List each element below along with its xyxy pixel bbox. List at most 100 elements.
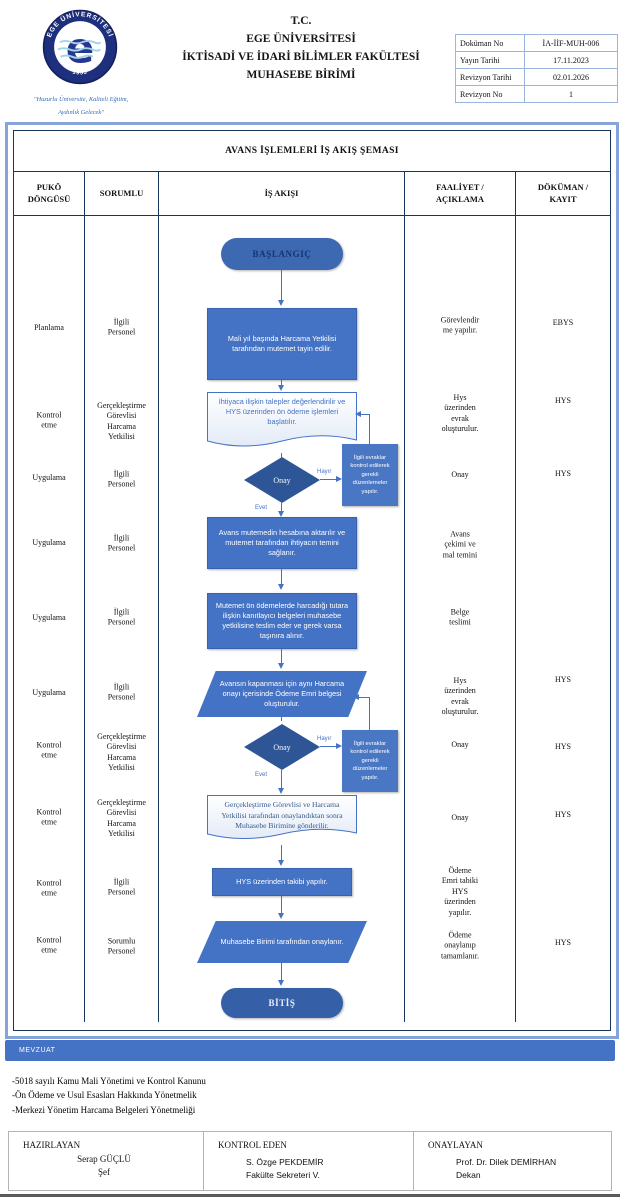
- faaliyet-label: Hys üzerinden evrak oluşturulur.: [441, 676, 479, 717]
- flowchart-title: AVANS İŞLEMLERİ İŞ AKIŞ ŞEMASI: [14, 131, 610, 172]
- info-value: 1: [524, 85, 618, 103]
- table-row: Revizyon No 1: [455, 85, 618, 103]
- dokuman-label: HYS: [554, 674, 571, 684]
- table-row: Yayın Tarihi 17.11.2023: [455, 51, 618, 69]
- flowchart-body: Planlama Kontrol etme Uygulama Uygulama …: [14, 216, 610, 1022]
- table-row: Doküman No İA-İİF-MUH-006: [455, 34, 618, 52]
- branch-yes-label: Evet: [255, 505, 268, 511]
- faaliyet-label: Avans çekimi ve mal temini: [442, 529, 478, 560]
- arrow-down-icon: [278, 980, 284, 986]
- table-row: Revizyon Tarihi 02.01.2026: [455, 68, 618, 86]
- faaliyet-label: Onay: [451, 812, 469, 822]
- flow-document-approval-text: Gerçekleştirme Görevlisi ve Harcama Yetk…: [221, 800, 343, 831]
- title-university: EGE ÜNİVERSİTESİ: [246, 33, 356, 45]
- flowchart-frame: AVANS İŞLEMLERİ İŞ AKIŞ ŞEMASI PUKÖ DÖNG…: [5, 122, 619, 1039]
- arrow-left-icon: [353, 694, 359, 700]
- sorumlu-label: İlgili Personel: [107, 682, 136, 702]
- faaliyet-label: Hys üzerinden evrak oluşturulur.: [441, 393, 479, 434]
- dokuman-label: EBYS: [552, 317, 574, 327]
- puko-label: Planlama: [34, 322, 64, 332]
- flow-decision-1: Onay: [244, 457, 320, 503]
- arrow-left-icon: [355, 411, 361, 417]
- connector-line: [320, 746, 340, 747]
- connector-line: [281, 963, 282, 984]
- connector-line: [281, 569, 282, 588]
- dokuman-label: HYS: [554, 809, 571, 819]
- column-puko: Planlama Kontrol etme Uygulama Uygulama …: [14, 216, 85, 1022]
- puko-label: Kontrol etme: [36, 878, 62, 898]
- sorumlu-label: İlgili Personel: [107, 607, 136, 627]
- footer-label: ONAYLAYAN: [428, 1140, 483, 1150]
- header-sorumlu: SORUMLU: [85, 172, 159, 215]
- flow-end-node: BİTİŞ: [221, 988, 343, 1018]
- arrow-down-icon: [278, 300, 284, 306]
- footer-name: S. Özge PEKDEMİR Fakülte Sekreteri V.: [246, 1157, 324, 1180]
- connector-line: [320, 479, 340, 480]
- arrow-right-icon: [336, 476, 342, 482]
- connector-line: [281, 770, 282, 792]
- info-value: 02.01.2026: [524, 68, 618, 86]
- tagline-line-1: "Huzurlu Üniversite, Kaliteli Eğitim,: [33, 96, 129, 103]
- puko-label: Uygulama: [32, 687, 66, 697]
- dokuman-label: HYS: [554, 741, 571, 751]
- arrow-down-icon: [278, 663, 284, 669]
- branch-yes-label: Evet: [255, 772, 268, 778]
- puko-label: Uygulama: [32, 612, 66, 622]
- dokuman-label: HYS: [554, 468, 571, 478]
- puko-label: Kontrol etme: [36, 935, 62, 955]
- sorumlu-label: İlgili Personel: [107, 533, 136, 553]
- header-puko: PUKÖ DÖNGÜSÜ: [14, 172, 85, 215]
- footer-cell-onaylayan: ONAYLAYAN Prof. Dr. Dilek DEMİRHAN Dekan: [414, 1132, 611, 1190]
- branch-no-label: Hayır: [317, 736, 332, 742]
- header-dokuman: DÖKÜMAN / KAYIT: [537, 182, 589, 204]
- sorumlu-label: Gerçekleştirme Görevlisi Harcama Yetkili…: [97, 798, 146, 839]
- flow-document-approval: Gerçekleştirme Görevlisi ve Harcama Yetk…: [207, 795, 357, 845]
- sorumlu-label: Sorumlu Personel: [107, 936, 136, 956]
- page-bottom-edge: [0, 1194, 620, 1197]
- flow-fix-box-1: İlgili evraklar kontrol edilerek gerekli…: [342, 444, 398, 506]
- svg-text:1955: 1955: [72, 70, 88, 77]
- info-value: 17.11.2023: [524, 51, 618, 69]
- puko-label: Uygulama: [32, 537, 66, 547]
- connector-line: [369, 414, 370, 444]
- document-title-block: T.C. EGE ÜNİVERSİTESİ İKTİSADİ VE İDARİ …: [138, 12, 464, 84]
- mevzuat-band: MEVZUAT: [5, 1040, 615, 1061]
- arrow-down-icon: [278, 385, 284, 391]
- column-headers: PUKÖ DÖNGÜSÜ SORUMLU İŞ AKIŞI FAALİYET /…: [14, 172, 610, 216]
- flow-start-node: BAŞLANGIÇ: [221, 238, 343, 270]
- sorumlu-label: İlgili Personel: [107, 469, 136, 489]
- connector-line: [281, 845, 282, 864]
- footer-label: HAZIRLAYAN: [23, 1140, 81, 1150]
- arrow-down-icon: [278, 584, 284, 590]
- sorumlu-label: İlgili Personel: [107, 317, 136, 337]
- header-is-akisi: İŞ AKIŞI: [159, 172, 405, 215]
- faaliyet-label: Görevlendir me yapılır.: [440, 315, 480, 335]
- faaliyet-label: Belge teslimi: [449, 607, 471, 627]
- arrow-down-icon: [278, 860, 284, 866]
- flow-step-documents: Mutemet ön ödemelerde harcadığı tutara i…: [207, 593, 357, 649]
- connector-line: [281, 453, 282, 458]
- info-label: Yayın Tarihi: [455, 51, 525, 69]
- column-is-akisi: BAŞLANGIÇ Mali yıl başında Harcama Yetki…: [159, 216, 405, 1022]
- footer-name: Prof. Dr. Dilek DEMİRHAN Dekan: [456, 1157, 557, 1180]
- flow-document-request: İhtiyaca ilişkin talepler değerlendirili…: [207, 392, 357, 454]
- connector-line: [369, 697, 370, 730]
- column-faaliyet: Görevlendir me yapılır. Hys üzerinden ev…: [405, 216, 516, 1022]
- document-info-table: Doküman No İA-İİF-MUH-006 Yayın Tarihi 1…: [455, 34, 618, 103]
- signature-footer: HAZIRLAYAN Serap GÜÇLÜ Şef KONTROL EDEN …: [8, 1131, 612, 1191]
- footer-cell-kontrol-eden: KONTROL EDEN S. Özge PEKDEMİR Fakülte Se…: [204, 1132, 414, 1190]
- info-label: Doküman No: [455, 34, 525, 52]
- faaliyet-label: Onay: [451, 739, 469, 749]
- puko-label: Uygulama: [32, 472, 66, 482]
- university-logo-icon: e EGE ÜNİVERSİTESİ 1955: [42, 9, 118, 85]
- arrow-down-icon: [278, 913, 284, 919]
- sorumlu-label: Gerçekleştirme Görevlisi Harcama Yetkili…: [97, 732, 146, 773]
- sorumlu-label: İlgili Personel: [107, 877, 136, 897]
- connector-line: [281, 649, 282, 667]
- faaliyet-label: Ödeme Emri tabiki HYS üzerinden yapılır.: [441, 866, 479, 917]
- connector-line: [281, 896, 282, 917]
- header-faaliyet: FAALİYET / AÇIKLAMA: [405, 172, 516, 215]
- dokuman-label: HYS: [554, 395, 571, 405]
- info-label: Revizyon No: [455, 85, 525, 103]
